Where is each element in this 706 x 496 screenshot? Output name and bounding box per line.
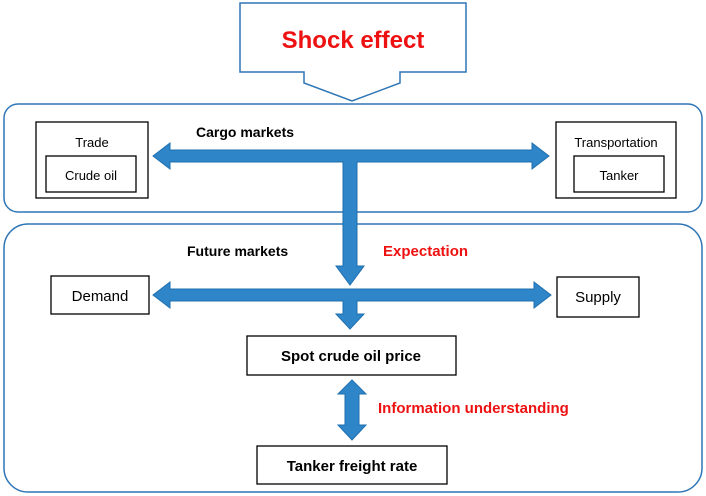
crude-oil-box <box>45 155 137 193</box>
tanker-freight-rate-label: Tanker freight rate <box>287 458 418 475</box>
future-markets-title: Future markets <box>187 243 288 259</box>
shock-effect-label: Shock effect <box>282 27 425 54</box>
supply-label: Supply <box>575 289 621 306</box>
tanker-freight-rate-box <box>256 445 448 485</box>
supply-box <box>556 276 640 318</box>
information-double-arrow <box>336 379 368 441</box>
spot-crude-oil-price-box <box>246 335 457 376</box>
trade-label: Trade <box>75 135 108 150</box>
spot-crude-oil-price-label: Spot crude oil price <box>281 348 421 365</box>
cargo-markets-title: Cargo markets <box>196 124 294 140</box>
crude-oil-label: Crude oil <box>65 168 117 183</box>
transportation-label: Transportation <box>574 135 657 150</box>
expectation-label: Expectation <box>383 243 468 260</box>
shock-effect-callout <box>239 2 467 102</box>
information-understanding-label: Information understanding <box>378 400 569 417</box>
future-double-arrow <box>152 280 552 330</box>
tanker-box <box>573 155 665 193</box>
cargo-double-arrow <box>152 141 550 286</box>
demand-box <box>50 275 150 315</box>
tanker-label: Tanker <box>599 168 639 183</box>
demand-label: Demand <box>72 288 129 305</box>
